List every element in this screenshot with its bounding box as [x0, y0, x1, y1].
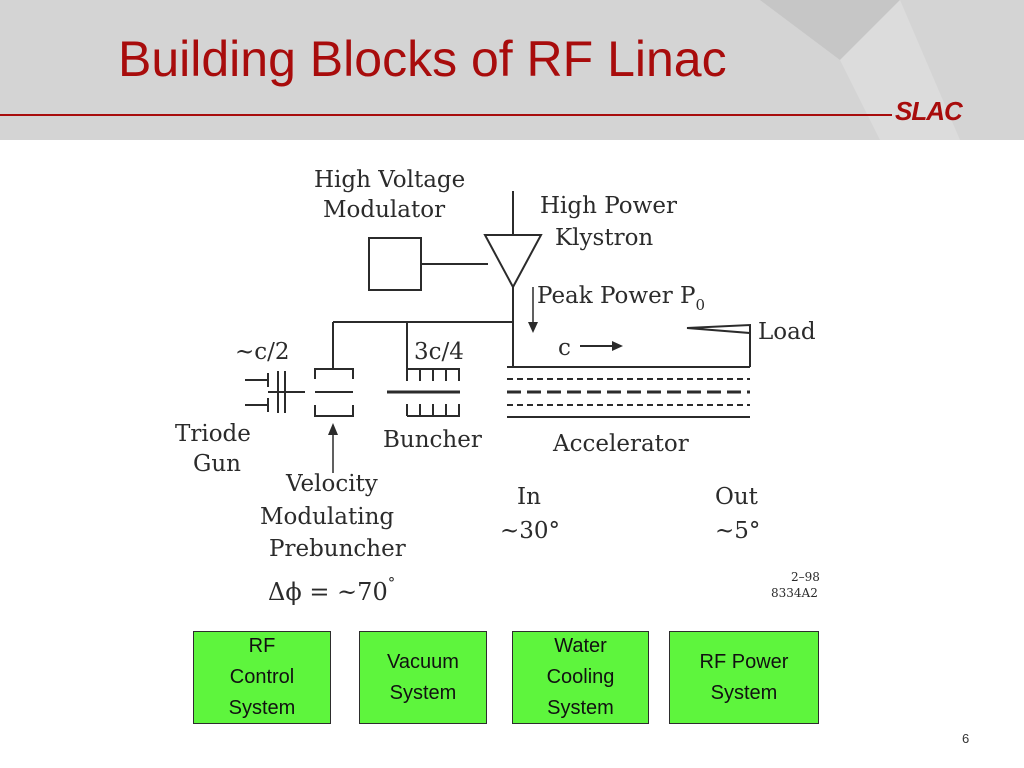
- rf-control-system-box: RF Control System: [193, 631, 331, 724]
- out-label: Out: [715, 484, 759, 510]
- phase-spread-label: Δϕ = ~70°: [268, 574, 395, 606]
- prebuncher-cavity-bottom: [314, 405, 354, 417]
- load-icon: [686, 323, 751, 335]
- prebuncher-label-line3: Prebuncher: [269, 536, 406, 562]
- buncher-cells: [406, 368, 460, 417]
- buncher-label: Buncher: [383, 427, 482, 453]
- triode-gun-label-line1: Triode: [175, 421, 251, 447]
- title-rule: [0, 114, 892, 116]
- prebuncher-label: Velocity Modulating Prebuncher: [260, 471, 406, 562]
- beam-speed-label: c: [558, 335, 571, 361]
- in-label: In: [517, 484, 541, 510]
- beam-direction-arrow-icon: [612, 341, 623, 351]
- triode-gun-label-line2: Gun: [193, 451, 241, 477]
- prebuncher-label-line2: Modulating: [260, 504, 394, 530]
- page-number: 6: [962, 731, 970, 746]
- modulator-box: [368, 237, 422, 291]
- vacuum-system-box: Vacuum System: [359, 631, 487, 724]
- prebuncher-label-line1: Velocity: [285, 471, 378, 497]
- in-phase-label: ~30°: [500, 518, 560, 544]
- prebuncher-pointer-icon: [328, 423, 338, 435]
- klystron-label-line1: High Power: [540, 193, 677, 219]
- header-fold-decoration: [760, 0, 960, 140]
- figure-id-line2: 8334A2: [771, 586, 818, 600]
- slac-logo: SLAC: [895, 96, 963, 126]
- prebuncher-cavity-top: [314, 368, 354, 379]
- klystron-label: High Power Klystron: [540, 193, 677, 251]
- modulator-label: High Voltage Modulator: [314, 167, 465, 223]
- rf-power-system-box: RF Power System: [669, 631, 819, 724]
- triode-gun-label: Triode Gun: [175, 421, 251, 477]
- modulator-label-line2: Modulator: [323, 197, 445, 223]
- gun-spacing-label: ~c/2: [235, 339, 290, 365]
- water-cooling-system-box: Water Cooling System: [512, 631, 649, 724]
- klystron-icon: [483, 234, 543, 290]
- figure-id-line1: 2–98: [791, 570, 820, 584]
- rf-linac-diagram: High Voltage Modulator High Power Klystr…: [175, 167, 820, 606]
- accelerator-cells: [507, 366, 750, 418]
- klystron-label-line2: Klystron: [555, 225, 653, 251]
- out-phase-label: ~5°: [715, 518, 760, 544]
- slide-title: Building Blocks of RF Linac: [118, 31, 727, 87]
- buncher-spacing-label: 3c/4: [414, 339, 464, 365]
- peak-power-arrow-icon: [528, 322, 538, 333]
- modulator-label-line1: High Voltage: [314, 167, 465, 193]
- load-label: Load: [758, 319, 816, 345]
- accelerator-label: Accelerator: [552, 431, 689, 457]
- peak-power-label: Peak Power P0: [537, 283, 705, 314]
